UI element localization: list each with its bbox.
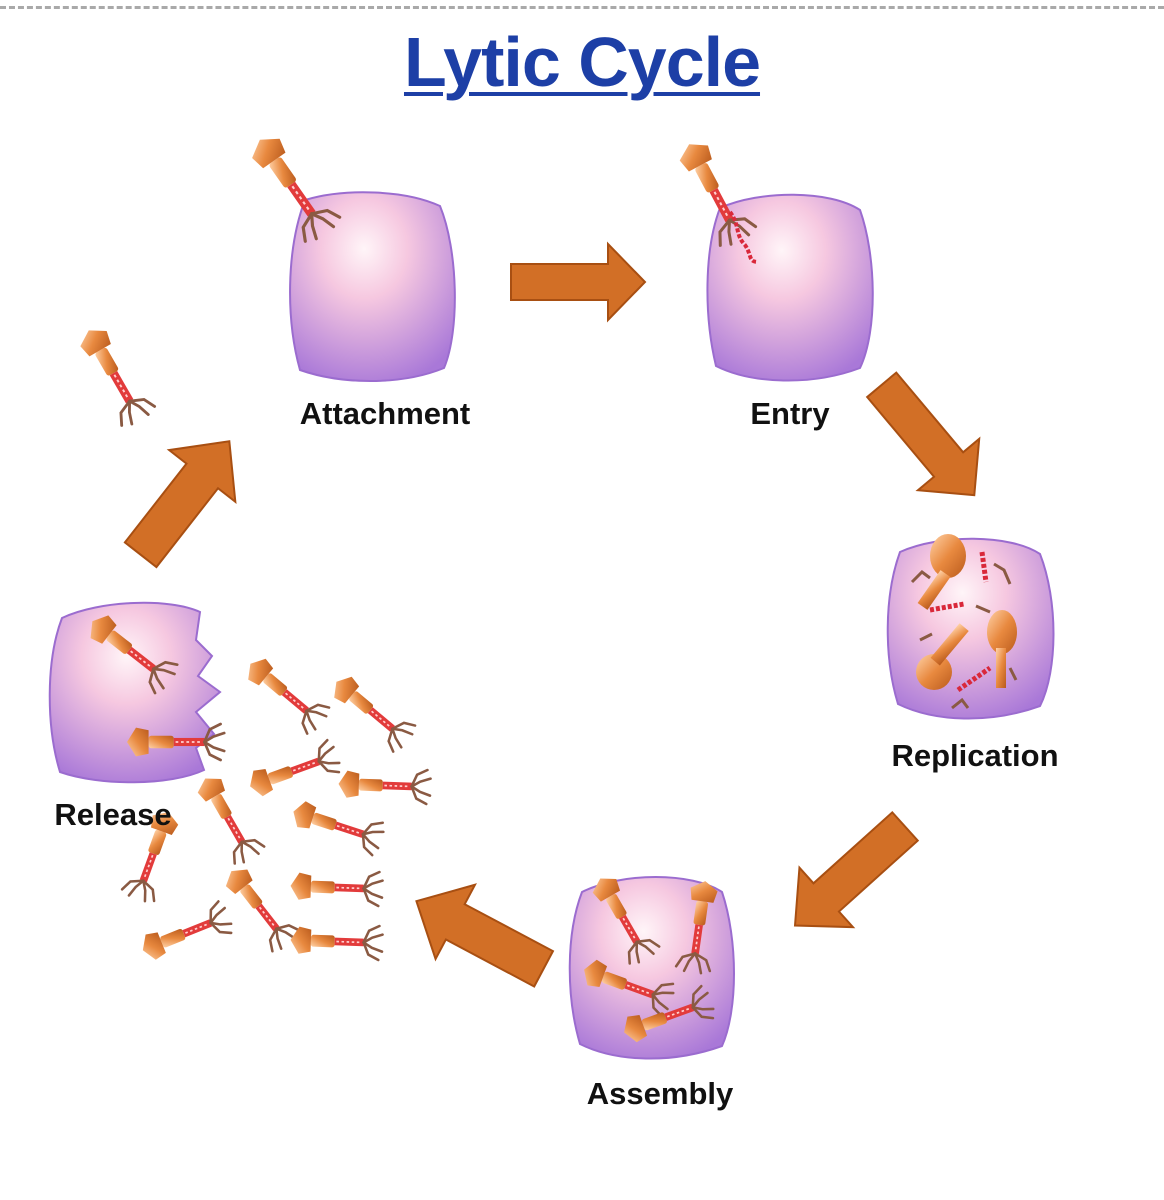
free-phage-icon <box>70 319 158 431</box>
attachment-cell <box>241 126 456 382</box>
entry-cell <box>669 133 874 382</box>
stage-label-release: Release <box>54 797 172 832</box>
stage-label-entry: Entry <box>750 396 830 431</box>
page-title: Lytic Cycle <box>403 23 761 101</box>
dashed-top-border <box>0 6 1164 9</box>
replication-cell <box>886 534 1055 720</box>
arrow-attachment-to-entry <box>510 241 647 323</box>
stage-label-replication: Replication <box>891 738 1059 773</box>
arrow-release-to-attachment <box>123 440 237 569</box>
arrow-entry-to-replication <box>865 371 981 497</box>
arrow-assembly-to-release <box>415 883 555 988</box>
stage-label-assembly: Assembly <box>586 1076 734 1111</box>
release-cell <box>48 601 226 784</box>
injected-dna-icon <box>728 210 759 264</box>
stage-label-attachment: Attachment <box>299 396 471 431</box>
arrow-replication-to-assembly <box>793 810 920 929</box>
assembly-cell <box>568 868 735 1060</box>
